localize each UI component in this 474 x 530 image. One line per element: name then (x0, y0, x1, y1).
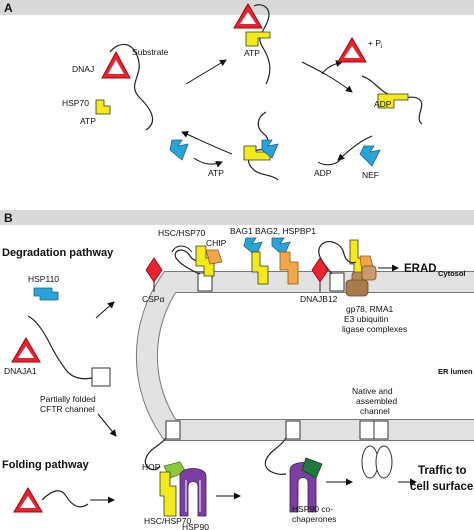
hsc-pointer-line (171, 245, 193, 253)
adp-label-bottom: ADP (314, 168, 332, 178)
cftr-channel-box-top-2 (329, 272, 345, 292)
panel-b-header-bar (0, 210, 474, 225)
native-label-1: Native and (352, 386, 393, 396)
bag-nef-icon-1 (243, 237, 263, 257)
dnaj-triangle-hole (108, 60, 124, 74)
er-lumen-label: ER lumen (438, 367, 473, 376)
atp-bind-arrow (193, 157, 223, 168)
native-channel-box-2 (373, 420, 389, 440)
hsc-hsp70-icon-bottom (159, 471, 177, 517)
dnaj-release-arrow (321, 60, 343, 75)
adp-release-curve (317, 159, 341, 166)
degradation-pathway-title: Degradation pathway (2, 247, 114, 259)
cycle-arrow-4 (181, 131, 233, 155)
partially-folded-label-1: Partially folded (40, 394, 96, 404)
substrate-label: Substrate (132, 47, 169, 57)
hsp90-cochaperones-label-1: HSP90 co- (292, 504, 333, 514)
hsc-hsp70-label-top: HSC/HSP70 (158, 228, 206, 238)
dnaj-triangle-hole-top (240, 12, 256, 24)
hsp90-icon-2 (289, 462, 317, 513)
hsp90-inner-lines (185, 480, 201, 512)
native-channel-box-1 (359, 420, 375, 440)
dnaja1-label: DNAJA1 (4, 366, 37, 376)
csp-alpha-label: CSPα (142, 294, 164, 304)
dnaj-label: DNAJ (72, 64, 94, 74)
hsp90-icon (179, 468, 207, 517)
cftr-strand-left (27, 315, 93, 380)
panel-b-letter: B (4, 211, 13, 225)
er-membrane-outline (135, 271, 474, 441)
adp-label-right: ADP (374, 99, 392, 109)
erad-label: ERAD (404, 263, 437, 275)
csp-alpha-icon (145, 257, 163, 283)
substrate-strand-bottom (248, 111, 279, 181)
hsp70-icon-left (95, 99, 111, 115)
hsp70-atp-icon-top (245, 31, 271, 47)
hsp70-label: HSP70 (62, 98, 89, 108)
cftr-strand-folding-2 (264, 437, 287, 475)
dnajb12-label: DNAJB12 (300, 294, 338, 304)
ubiquitin-ligase-icon-3 (345, 279, 369, 297)
cytosol-label: Cytosol (438, 269, 466, 278)
hsp110-label: HSP110 (28, 274, 59, 284)
cftr-channel-box-left (91, 367, 111, 387)
hsp70-bag-icon-1 (251, 251, 269, 285)
partially-folded-label-2: CFTR channel (40, 404, 95, 414)
cftr-channel-box-bottom-1 (165, 420, 181, 440)
dnaja1-triangle-hole (18, 346, 34, 358)
ubiquitin-ligase-icon-2 (361, 265, 377, 281)
nef-icon (359, 145, 381, 167)
panel-a-letter: A (4, 1, 13, 15)
cftr-strand-folding-0 (41, 490, 89, 508)
atp-label-top: ATP (244, 48, 260, 58)
bag-proteins-label: BAG1 BAG2, HSPBP1 (230, 226, 316, 236)
panel-a-header-bar (0, 0, 474, 15)
substrate-strand-left (109, 43, 154, 131)
hsc-hsp70-label-bottom: HSC/HSP70 (144, 516, 192, 526)
cftr-strand-folding-1 (144, 437, 167, 471)
cycle-arrow-2 (301, 61, 353, 93)
hsp90-cochaperone-icon (301, 457, 323, 479)
arrow-to-folding (97, 413, 117, 437)
hop-label: HOP (142, 462, 161, 472)
hsp70-adp-icon-right (377, 93, 409, 109)
ligase-label-3: ligase complexes (342, 324, 407, 334)
nef-released-icon (169, 139, 189, 161)
hsp110-icon (33, 287, 59, 301)
cftr-channel-box-bottom-2 (285, 420, 301, 440)
chip-label: CHIP (206, 238, 227, 248)
ligase-label-2: E3 ubiquitin (344, 314, 389, 324)
arrow-to-degradation (95, 301, 115, 319)
native-label-3: channel (360, 406, 390, 416)
pi-label: + Pi (368, 38, 382, 50)
native-label-2: assembled (356, 396, 397, 406)
atp-label-left: ATP (80, 116, 96, 126)
nef-bound-icon (261, 139, 279, 159)
atp-label-bottom: ATP (208, 168, 224, 178)
nef-label: NEF (362, 170, 379, 180)
dnaja1-triangle-hole-folding (20, 496, 36, 508)
bag-nef-icon-2 (271, 237, 291, 257)
hsp90-cochaperones-label-2: chaperones (292, 514, 336, 524)
cycle-arrow-1 (185, 59, 227, 85)
hsp90-label: HSP90 (182, 522, 209, 530)
er-membrane (136, 272, 474, 440)
ligase-label-1: gp78, RMA1 (346, 304, 394, 314)
chip-icon (205, 249, 223, 265)
native-channel-lobe-2 (375, 445, 393, 479)
dnajb12-icon (311, 257, 329, 283)
folding-pathway-title: Folding pathway (2, 459, 90, 471)
hspbp1-icon (279, 251, 299, 285)
cftr-strand-degradation-2 (318, 241, 357, 275)
dnaj-triangle-hole-released (344, 46, 360, 58)
cycle-arrow-3 (337, 135, 373, 161)
traffic-label-1: Traffic to (418, 465, 467, 477)
traffic-label-2: cell surface (410, 481, 473, 493)
